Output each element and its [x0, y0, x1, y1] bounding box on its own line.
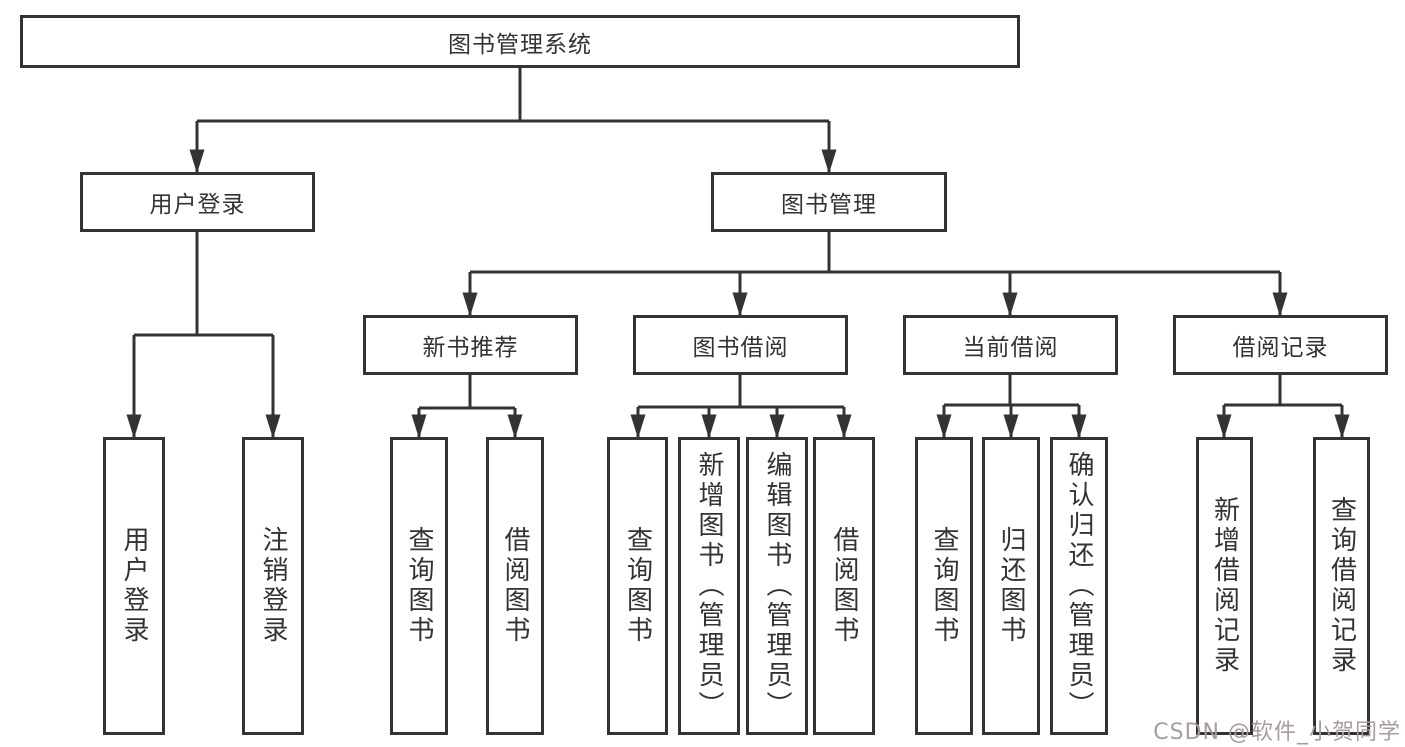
- node-leaf-edit-books-admin: 编辑图书（管理员）: [746, 437, 808, 735]
- connector-borrowing-trunk: [638, 375, 844, 409]
- connector-current-trunk: [944, 375, 1079, 407]
- node-label: 借阅图书: [500, 526, 530, 646]
- node-leaf-return-books: 归还图书: [982, 437, 1040, 735]
- node-system-root: 图书管理系统: [20, 15, 1020, 68]
- node-leaf-query-books-2: 查询图书: [607, 437, 668, 735]
- node-label: 新增图书（管理员）: [694, 451, 724, 721]
- node-label: 查询图书: [404, 526, 434, 646]
- node-leaf-user-login: 用户登录: [103, 437, 165, 735]
- node-new-book-recommend: 新书推荐: [363, 315, 578, 375]
- node-label: 归还图书: [996, 526, 1026, 646]
- node-leaf-confirm-return-admin: 确认归还（管理员）: [1050, 437, 1108, 735]
- node-leaf-query-books-1: 查询图书: [390, 437, 448, 735]
- node-label: 查询借阅记录: [1326, 496, 1357, 676]
- connector-root-trunk: [197, 68, 829, 123]
- node-label: 注销登录: [258, 526, 288, 646]
- node-label: 查询图书: [622, 526, 653, 646]
- node-label: 编辑图书（管理员）: [762, 451, 792, 721]
- node-leaf-add-books-admin: 新增图书（管理员）: [678, 437, 740, 735]
- connector-new-books-trunk: [419, 375, 515, 410]
- node-label: 图书借阅: [692, 335, 789, 361]
- node-book-borrowing: 图书借阅: [633, 315, 848, 375]
- node-label: 图书管理系统: [448, 31, 592, 58]
- node-label: 借阅图书: [829, 526, 859, 646]
- connector-records-trunk: [1224, 375, 1342, 407]
- node-leaf-query-borrow-record: 查询借阅记录: [1313, 437, 1370, 735]
- node-leaf-borrow-books-2: 借阅图书: [813, 437, 875, 735]
- node-label: 借阅记录: [1232, 335, 1329, 361]
- node-label: 当前借阅: [962, 335, 1059, 361]
- node-leaf-add-borrow-record: 新增借阅记录: [1196, 437, 1253, 735]
- node-label: 用户登录: [149, 192, 246, 218]
- node-label: 图书管理: [781, 192, 877, 218]
- node-leaf-query-books-3: 查询图书: [915, 437, 973, 735]
- node-label: 新书推荐: [422, 335, 519, 361]
- connector-user-login-trunk: [134, 232, 273, 337]
- node-book-management: 图书管理: [711, 172, 947, 232]
- node-label: 查询图书: [929, 526, 959, 646]
- node-user-login: 用户登录: [80, 172, 315, 232]
- node-current-borrowing: 当前借阅: [903, 315, 1118, 375]
- node-label: 用户登录: [119, 526, 149, 646]
- node-leaf-logout: 注销登录: [242, 437, 304, 735]
- node-label: 确认归还（管理员）: [1064, 451, 1094, 721]
- node-label: 新增借阅记录: [1209, 496, 1240, 676]
- node-borrow-records: 借阅记录: [1173, 315, 1388, 375]
- node-leaf-borrow-books-1: 借阅图书: [486, 437, 544, 735]
- csdn-watermark: CSDN @软件_小贺同学: [1153, 720, 1401, 745]
- connector-book-mgmt-trunk: [470, 232, 1280, 274]
